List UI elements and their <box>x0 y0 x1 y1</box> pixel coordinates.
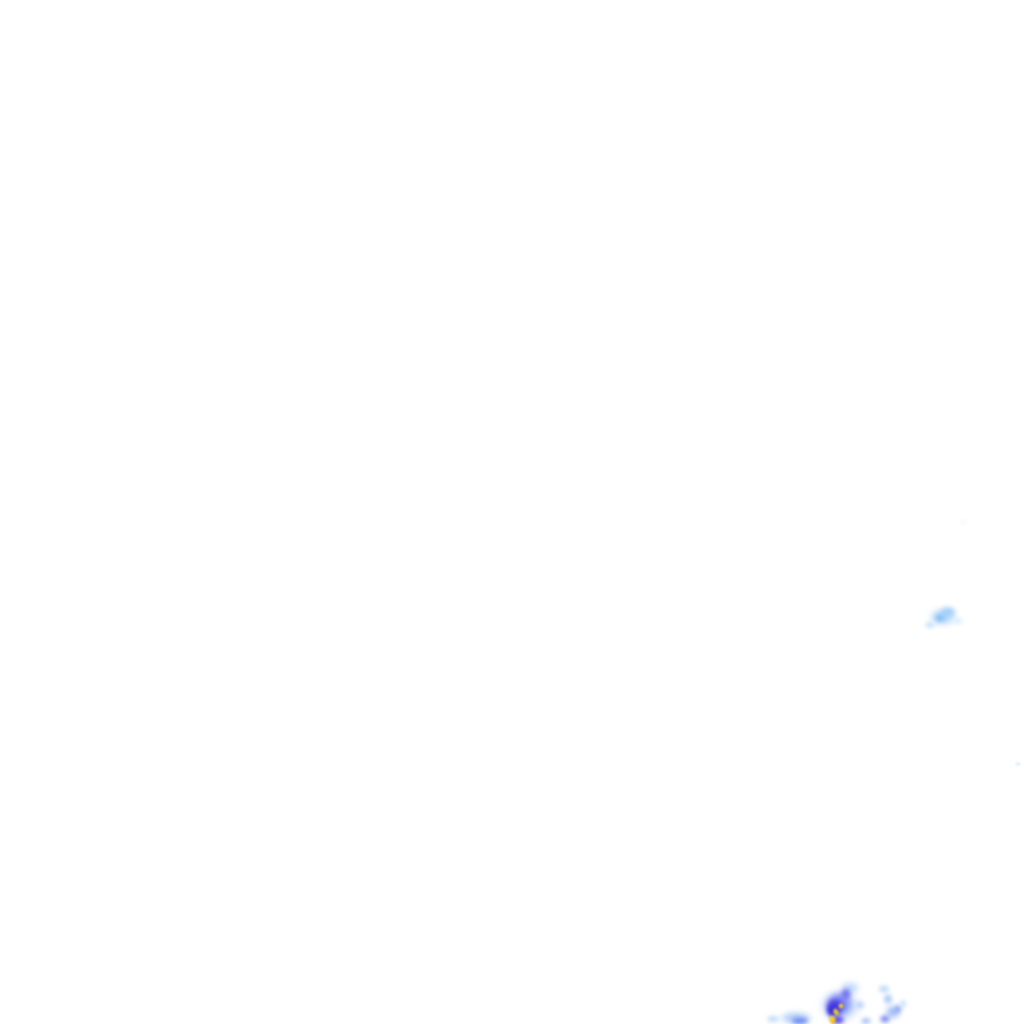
precip-echo-blob <box>827 1014 837 1024</box>
precip-echo-blob <box>838 985 854 1003</box>
precip-echo-blob <box>1014 761 1022 767</box>
precip-echo-blob <box>893 1003 903 1015</box>
precip-echo-blob <box>829 1017 837 1024</box>
precip-echo-blob <box>936 604 960 620</box>
precip-echo-blob <box>875 983 893 995</box>
precip-echo-blob <box>763 1014 783 1024</box>
precip-echo-blob <box>959 519 967 525</box>
precip-echo-blob <box>836 979 864 997</box>
precip-echo-blob <box>858 1016 874 1024</box>
precip-echo-blob <box>820 987 858 1021</box>
precip-echo-blob <box>881 991 895 1007</box>
precip-echo-blob <box>786 1016 814 1024</box>
precip-echo-blob <box>829 1004 843 1020</box>
precip-echo-blob <box>882 1002 904 1022</box>
precip-echo-blob <box>877 1013 893 1024</box>
precip-echo-blob <box>837 1002 845 1010</box>
precip-echo-blob <box>828 1013 848 1024</box>
precip-echo-blob <box>822 994 848 1020</box>
precip-echo-blob <box>824 1002 840 1020</box>
precip-echo-blob <box>853 999 867 1011</box>
precip-echo-blob <box>923 604 963 630</box>
precip-echo-blob <box>812 984 868 1024</box>
precip-echo-blob <box>932 612 948 624</box>
precip-echo-blob <box>950 616 966 626</box>
precip-echo-blob <box>772 1009 820 1024</box>
precip-echo-blob <box>898 997 908 1011</box>
precip-echo-blob <box>922 620 938 630</box>
